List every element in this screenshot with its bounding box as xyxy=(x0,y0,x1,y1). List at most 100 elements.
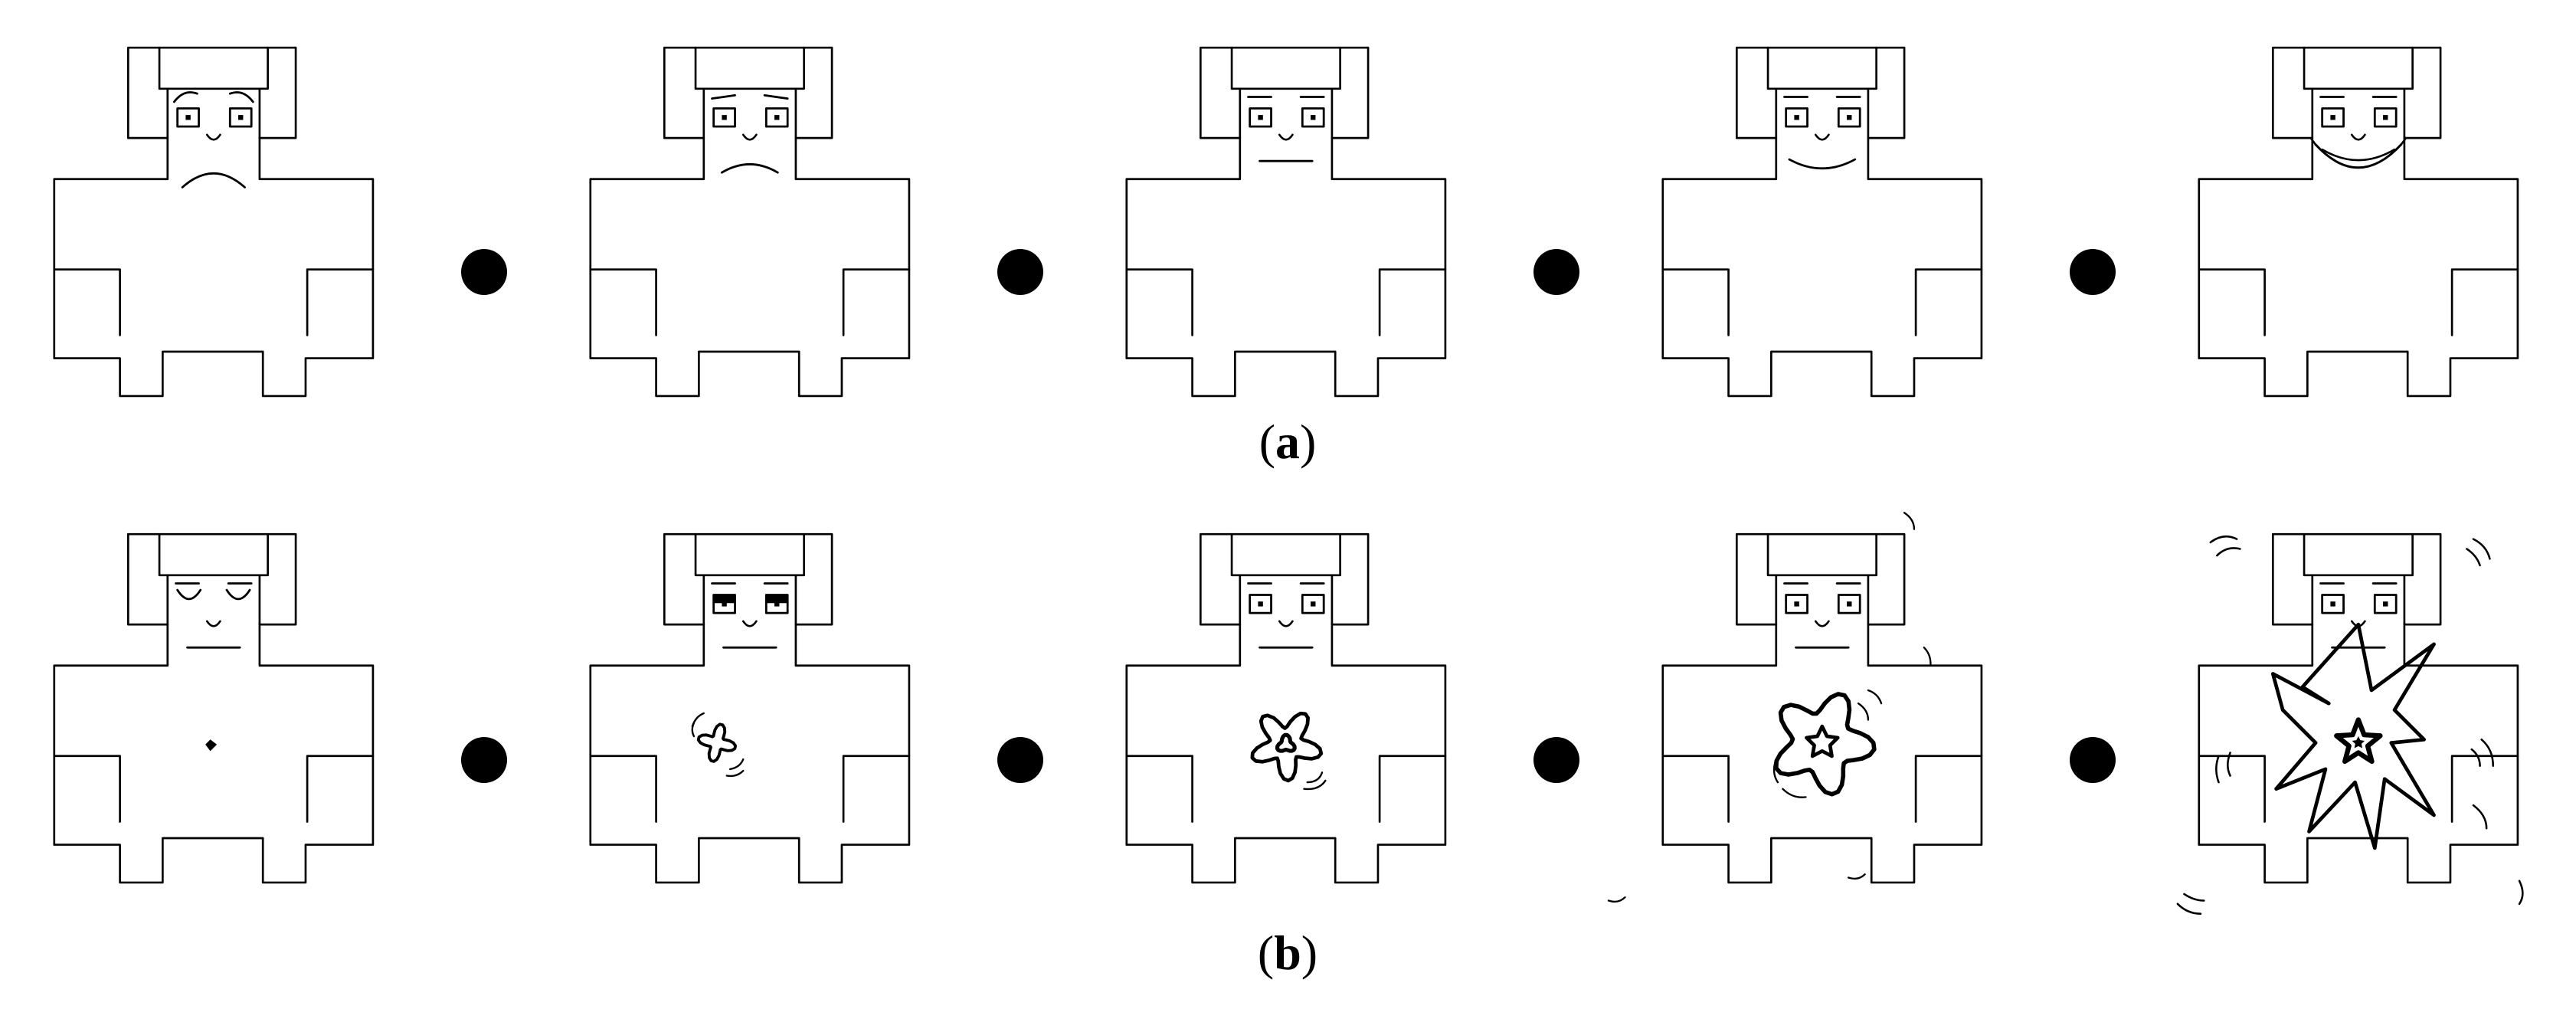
nose-icon xyxy=(205,620,221,627)
figure-inner-line xyxy=(1125,268,1193,336)
figure-inner-line xyxy=(2450,755,2519,823)
nose-icon xyxy=(2350,133,2366,141)
row_a-figure-5 xyxy=(2198,46,2519,398)
motion-line-icon xyxy=(1772,758,1807,798)
eye-icon xyxy=(1785,594,1808,614)
figure-inner-line xyxy=(2303,532,2414,577)
figure-inner-line xyxy=(1125,755,1193,823)
arousal-burst-icon xyxy=(1774,692,1877,797)
pupil-icon xyxy=(1311,115,1316,120)
arousal-core-icon xyxy=(2352,736,2365,749)
arousal-star-icon xyxy=(1805,724,1840,758)
separator-dot xyxy=(1533,249,1579,295)
eye-icon xyxy=(1301,594,1325,614)
eye-icon xyxy=(2373,107,2398,128)
figure-inner-line xyxy=(2303,46,2414,90)
nose-icon xyxy=(741,133,758,141)
pupil-icon xyxy=(185,115,191,120)
figure-inner-line xyxy=(2198,268,2266,336)
eye-icon xyxy=(1249,107,1272,128)
nose-icon xyxy=(1814,620,1830,627)
figure-outline xyxy=(1661,46,1983,398)
pupil-icon xyxy=(1258,601,1263,607)
figure-inner-line xyxy=(1914,268,1983,336)
row_b-figure-2 xyxy=(589,532,911,884)
figure-inner-line xyxy=(53,268,121,336)
pupil-icon xyxy=(722,601,727,607)
figure-inner-line xyxy=(2450,268,2519,336)
motion-line-icon xyxy=(2518,880,2524,906)
motion-line-icon xyxy=(1857,689,1883,721)
eye-icon xyxy=(712,107,736,128)
nose-icon xyxy=(1278,133,1294,141)
motion-line-icon xyxy=(2209,535,2241,557)
caption-b: (b) xyxy=(1258,925,1317,980)
pupil-icon xyxy=(774,115,780,120)
figure-outline xyxy=(2198,532,2519,884)
figure-inner-line xyxy=(1914,755,1983,823)
eye-icon xyxy=(176,107,200,128)
separator-dot xyxy=(461,249,507,295)
row_a-figure-2 xyxy=(589,46,911,398)
figure-inner-line xyxy=(1661,755,1730,823)
separator-dot xyxy=(461,737,507,783)
nose-icon xyxy=(741,620,758,627)
row_b-figure-5 xyxy=(2176,532,2524,915)
pupil-icon xyxy=(1794,115,1799,120)
arousal-star-icon xyxy=(2334,717,2383,765)
row-b-arousal xyxy=(53,512,2524,915)
pupil-icon xyxy=(774,601,780,607)
figure-outline xyxy=(53,46,375,398)
pupil-icon xyxy=(1311,601,1316,607)
motion-line-icon xyxy=(1923,647,1932,665)
pupil-icon xyxy=(238,115,244,120)
motion-line-icon xyxy=(1903,512,1916,530)
figure-inner-line xyxy=(842,755,911,823)
mouth-inner-icon xyxy=(2321,148,2396,162)
eye-icon xyxy=(228,107,253,128)
figure-outline xyxy=(1125,532,1447,884)
figure-inner-line xyxy=(158,46,269,90)
eye-icon xyxy=(712,594,736,614)
nose-icon xyxy=(1814,133,1830,141)
arousal-burst-icon xyxy=(1250,711,1324,783)
motion-line-icon xyxy=(1303,771,1327,791)
brow-icon xyxy=(763,93,789,100)
figure-inner-line xyxy=(1230,46,1341,90)
pupil-icon xyxy=(2330,601,2335,607)
motion-line-icon xyxy=(2470,739,2495,767)
motion-line-icon xyxy=(1607,873,1866,903)
explosion-icon xyxy=(2270,622,2436,850)
separator-dot xyxy=(997,737,1043,783)
figure-inner-line xyxy=(53,755,121,823)
row-a-valence xyxy=(53,46,2519,398)
separator-dot xyxy=(2070,249,2116,295)
mouth-icon xyxy=(1788,158,1857,170)
figure-inner-line xyxy=(2198,755,2266,823)
row_a-figure-4 xyxy=(1661,46,1983,398)
row_b-figure-1 xyxy=(53,532,375,884)
figure-inner-line xyxy=(694,46,805,90)
mouth-icon xyxy=(2314,143,2403,169)
brow-icon xyxy=(711,93,736,100)
figure-inner-line xyxy=(842,268,911,336)
motion-line-icon xyxy=(725,758,745,778)
figure-outline xyxy=(53,532,375,884)
eye-icon xyxy=(1837,594,1861,614)
mouth-icon xyxy=(720,163,779,174)
pupil-icon xyxy=(722,115,727,120)
figure-outline xyxy=(589,46,911,398)
row_b-figure-3 xyxy=(1125,532,1447,884)
pupil-icon xyxy=(1794,601,1799,607)
eye-icon xyxy=(2321,594,2345,614)
caption-a: (a) xyxy=(1259,414,1317,469)
figure-inner-line xyxy=(589,755,657,823)
figure-inner-line xyxy=(1378,755,1447,823)
figure-outline xyxy=(589,532,911,884)
eyelid-icon xyxy=(766,595,788,604)
pupil-icon xyxy=(1847,115,1852,120)
separator-dot xyxy=(1533,737,1579,783)
figure-outline xyxy=(1661,532,1983,884)
nose-icon xyxy=(205,133,221,141)
